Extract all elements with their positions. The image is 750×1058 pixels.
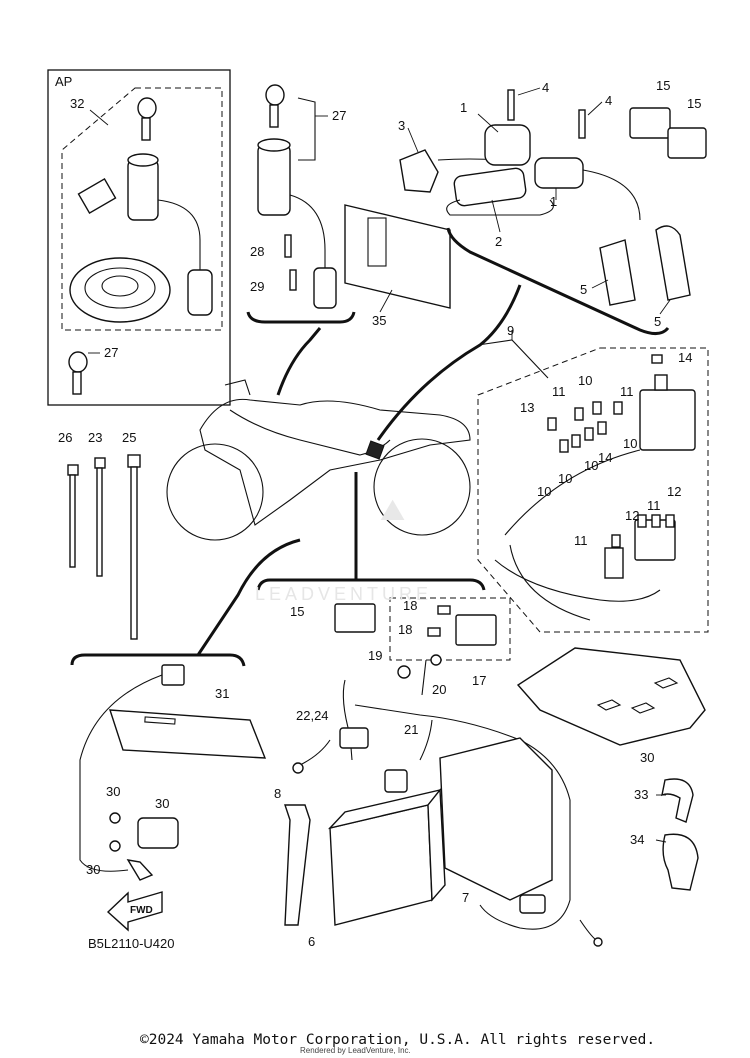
callout-32: 31 xyxy=(215,686,229,701)
callout-14b: 14 xyxy=(598,450,612,465)
callout-21: 23 xyxy=(88,430,102,445)
callout-28: 32 xyxy=(70,96,84,111)
callout-10a: 10 xyxy=(578,373,592,388)
relay-group: 15 18 18 19 20 17 xyxy=(256,472,511,697)
callout-10c: 10 xyxy=(584,458,598,473)
group-label: AP xyxy=(55,74,72,89)
fuse-box-group: 9 14 14 13 11 11 11 11 10 10 10 10 10 12… xyxy=(477,323,709,633)
fuel-cap-icon xyxy=(69,257,171,323)
callout-7: 7 xyxy=(462,890,469,905)
key-icon xyxy=(137,97,157,141)
cable-ties-group: 26 23 25 xyxy=(58,430,141,640)
ap-kit-group: AP 32 27 xyxy=(47,69,231,406)
callout-15a: 15 xyxy=(656,78,670,93)
ignition-switch-icon xyxy=(77,153,213,316)
spare-key-icon xyxy=(68,351,88,395)
callout-19: 21 xyxy=(404,722,418,737)
callout-17b: 18 xyxy=(398,622,412,637)
callout-18b: 20 xyxy=(432,682,446,697)
callout-23: 26 xyxy=(58,430,72,445)
callout-16: 17 xyxy=(472,673,486,688)
callout-1b: 1 xyxy=(550,194,557,209)
callout-9: 9 xyxy=(507,323,514,338)
callout-4a: 4 xyxy=(542,80,549,95)
callout-11b: 11 xyxy=(620,384,634,399)
callout-17a: 18 xyxy=(403,598,417,613)
callout-10b: 10 xyxy=(623,436,637,451)
callout-25: 27 xyxy=(332,108,346,123)
callout-27b: 29 xyxy=(250,279,264,294)
callout-11a: 11 xyxy=(552,384,566,399)
callout-15b: 15 xyxy=(687,96,701,111)
callout-10d: 10 xyxy=(558,471,572,486)
callout-11c: 11 xyxy=(647,498,661,513)
ignition-group: 27 28 29 35 xyxy=(246,84,451,328)
callout-30a: 30 xyxy=(106,784,120,799)
rendered-by: Rendered by LeadVenture, Inc. xyxy=(300,1046,411,1055)
callout-11d: 11 xyxy=(574,533,588,548)
callout-12b: 12 xyxy=(625,508,639,523)
copyright-notice: ©2024 Yamaha Motor Corporation, U.S.A. A… xyxy=(140,1032,656,1048)
motorcycle-outline: ⛰ xyxy=(166,284,522,541)
callout-14a: 14 xyxy=(678,350,692,365)
callout-2: 2 xyxy=(495,234,502,249)
callout-6: 6 xyxy=(308,934,315,949)
callout-12a: 12 xyxy=(667,484,681,499)
callout-35: 35 xyxy=(372,313,386,328)
callout-18a: 19 xyxy=(368,648,382,663)
svg-text:FWD: FWD xyxy=(130,905,153,916)
callout-4b: 4 xyxy=(605,93,612,108)
callout-5b: 5 xyxy=(654,314,661,329)
callout-33: 33 xyxy=(634,787,648,802)
mini-fuses xyxy=(547,401,675,548)
clamps-group: 33 34 xyxy=(630,778,699,891)
battery-group: 30 22,24 21 8 6 7 xyxy=(274,647,706,949)
watermark-logo-icon: ⛰ xyxy=(380,494,405,527)
callout-1a: 1 xyxy=(460,100,467,115)
callout-8: 8 xyxy=(274,786,281,801)
callout-15c: 15 xyxy=(290,604,304,619)
callout-27a: 28 xyxy=(250,244,264,259)
callout-34: 34 xyxy=(630,832,644,847)
callout-20: 22,24 xyxy=(296,708,329,723)
ignition-coil-group: 1 1 2 3 4 4 5 5 15 15 xyxy=(398,78,707,335)
watermark: LEADVENTURE xyxy=(255,584,432,604)
callout-10e: 10 xyxy=(537,484,551,499)
callout-22-24: 25 xyxy=(122,430,136,445)
sensor-group: FWD 31 30 30 30 B5L2110-U420 xyxy=(70,538,301,951)
callout-30b: 30 xyxy=(86,862,100,877)
callout-5a: 5 xyxy=(580,282,587,297)
diagram-code: B5L2110-U420 xyxy=(88,936,175,951)
callout-13: 13 xyxy=(520,400,534,415)
callout-3: 3 xyxy=(398,118,405,133)
callout-31: 30 xyxy=(640,750,654,765)
callout-26: 27 xyxy=(104,345,118,360)
callout-29: 30 xyxy=(155,796,169,811)
fwd-arrow-icon: FWD xyxy=(106,891,163,932)
